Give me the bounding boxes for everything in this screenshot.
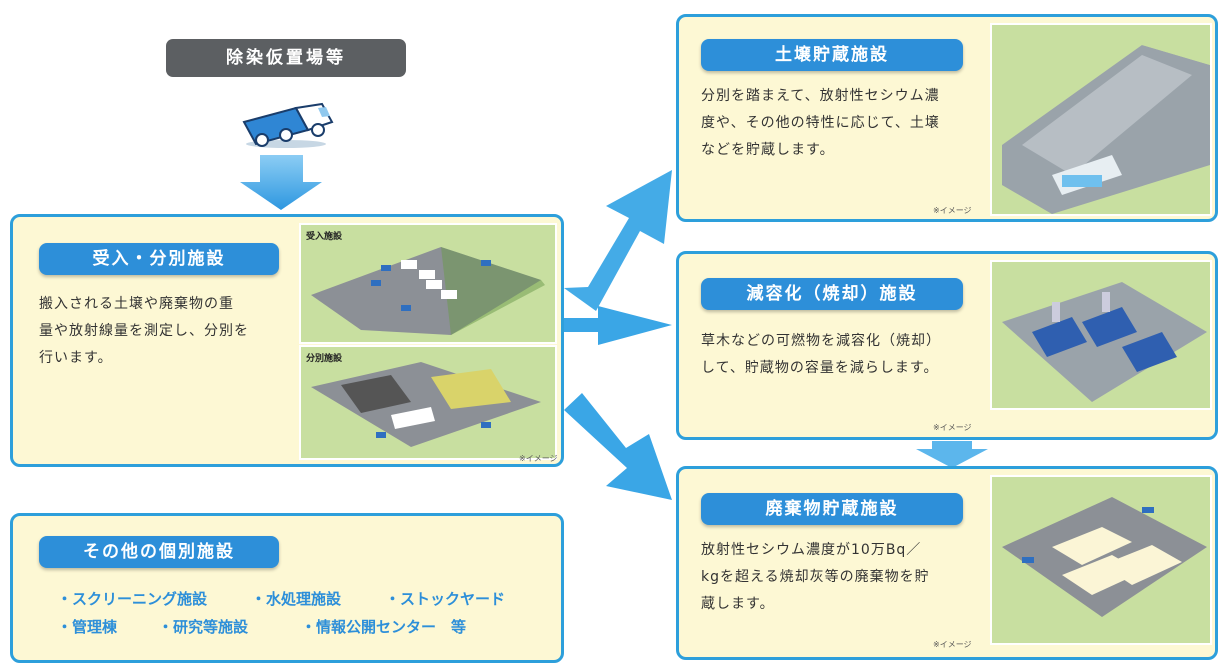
intake-image-receiving-label: 受入施設 (306, 232, 343, 242)
incinerator-illustration (1002, 282, 1207, 402)
down-arrow-right (916, 441, 988, 468)
arrow-to-soil-storage (564, 170, 672, 311)
volume-reduction-panel: 減容化（焼却）施設 草木などの可燃物を減容化（焼却） して、貯蔵物の容量を減らし… (676, 251, 1218, 440)
intake-image-receiving: 受入施設 (299, 223, 557, 344)
other-item-research: ・研究等施設 (158, 618, 249, 636)
intake-title: 受入・分別施設 (39, 243, 279, 275)
intake-panel: 受入・分別施設 搬入される土壌や廃棄物の重 量や放射線量を測定し、分別を 行いま… (10, 214, 564, 467)
flow-arrows (240, 155, 988, 500)
soil-storage-image (990, 23, 1212, 216)
soil-storage-panel: 土壌貯蔵施設 分別を踏まえて、放射性セシウム濃 度や、その他の特性に応じて、土壌… (676, 14, 1218, 222)
intake-description: 搬入される土壌や廃棄物の重 量や放射線量を測定し、分別を 行います。 (39, 296, 249, 366)
soil-storage-illustration (1002, 25, 1210, 214)
receiving-facility-illustration (311, 247, 545, 335)
soil-storage-note: ※イメージ (933, 206, 972, 215)
volume-reduction-title: 減容化（焼却）施設 (701, 278, 963, 310)
intake-image-note: ※イメージ (519, 454, 558, 463)
other-item-management: ・管理棟 (57, 618, 118, 636)
soil-storage-description: 分別を踏まえて、放射性セシウム濃 度や、その他の特性に応じて、土壌 などを貯蔵し… (701, 88, 940, 158)
waste-storage-title: 廃棄物貯蔵施設 (701, 493, 963, 525)
other-title: その他の個別施設 (39, 536, 279, 568)
soil-storage-title: 土壌貯蔵施設 (701, 39, 963, 71)
volume-reduction-description: 草木などの可燃物を減容化（焼却） して、貯蔵物の容量を減らします。 (701, 333, 941, 376)
source-label: 除染仮置場等 (166, 39, 406, 77)
other-panel: その他の個別施設 ・スクリーニング施設 ・水処理施設 ・ストックヤード ・管理棟… (10, 513, 564, 663)
arrow-to-waste-storage (564, 393, 672, 500)
down-arrow (240, 155, 322, 210)
sorting-facility-illustration (311, 362, 541, 447)
volume-reduction-image (990, 260, 1212, 410)
volume-reduction-note: ※イメージ (933, 423, 972, 432)
truck-icon (242, 102, 334, 148)
intake-image-sorting: 分別施設 (299, 345, 557, 460)
waste-storage-panel: 廃棄物貯蔵施設 放射性セシウム濃度が10万Bq／ kgを超える焼却灰等の廃棄物を… (676, 466, 1218, 660)
other-item-water-treatment: ・水処理施設 (251, 590, 342, 608)
other-item-info-center: ・情報公開センター 等 (301, 618, 467, 636)
other-item-screening: ・スクリーニング施設 (57, 590, 208, 608)
waste-storage-description: 放射性セシウム濃度が10万Bq／ kgを超える焼却灰等の廃棄物を貯 蔵します。 (701, 542, 930, 612)
other-item-stockyard: ・ストックヤード (385, 590, 506, 608)
arrow-to-volume-reduction (564, 306, 672, 345)
waste-storage-note: ※イメージ (933, 640, 972, 649)
waste-storage-image (990, 475, 1212, 645)
waste-storage-illustration (1002, 497, 1207, 617)
intake-image-sorting-label: 分別施設 (306, 354, 343, 364)
